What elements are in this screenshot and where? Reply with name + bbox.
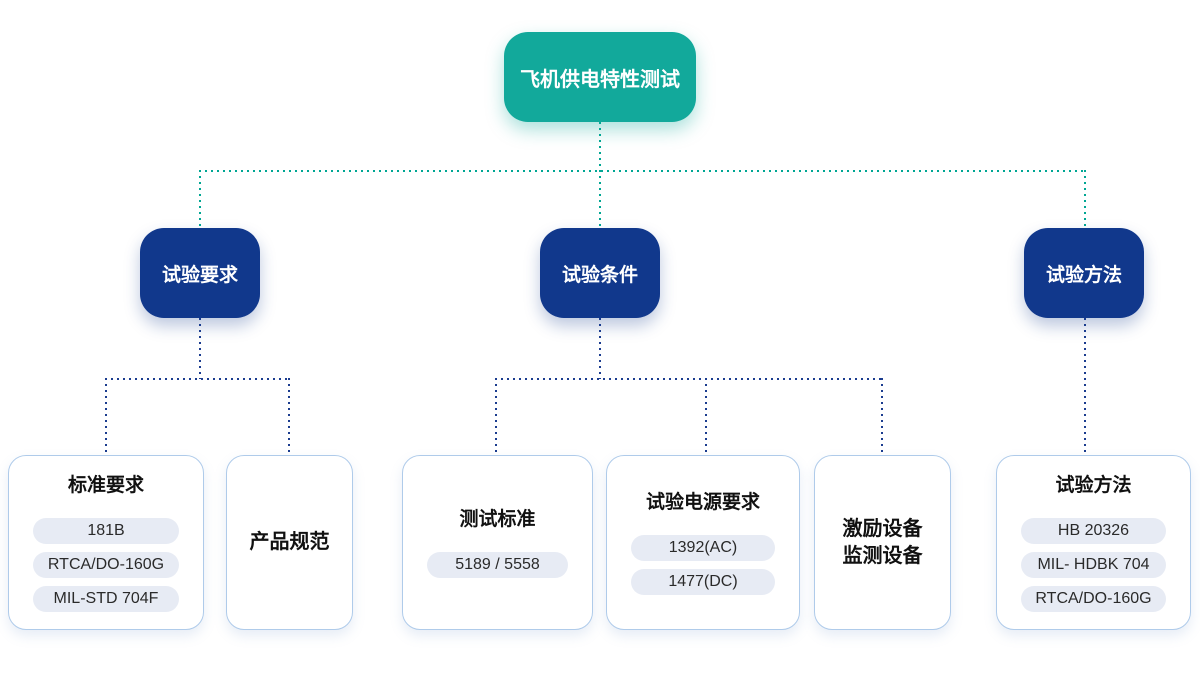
pill-mil-std-704f: MIL-STD 704F bbox=[33, 585, 179, 612]
connector-drop-standard-requirements bbox=[105, 378, 107, 455]
connector-root-down bbox=[599, 122, 601, 171]
pill-1392-ac: 1392(AC) bbox=[631, 534, 775, 561]
connector-drop-test-standards bbox=[495, 378, 497, 455]
pill-5189-5558: 5189 / 5558 bbox=[427, 551, 568, 578]
card-test-standards: 测试标准 5189 / 5558 bbox=[402, 455, 593, 630]
connector-drop-product-spec bbox=[288, 378, 290, 455]
connector-requirements-down bbox=[199, 318, 201, 379]
card-title: 测试标准 bbox=[459, 509, 536, 531]
connector-drop-requirements bbox=[199, 170, 201, 228]
connector-drop-conditions bbox=[599, 170, 601, 228]
card-title: 激励设备 监测设备 bbox=[843, 516, 923, 570]
node-label: 试验条件 bbox=[561, 264, 638, 286]
pill-1477-dc: 1477(DC) bbox=[631, 568, 775, 595]
pill-181b: 181B bbox=[33, 517, 179, 544]
connector-drop-equipment bbox=[881, 378, 883, 455]
node-test-conditions: 试验条件 bbox=[540, 228, 660, 318]
card-product-spec: 产品规范 bbox=[226, 455, 353, 630]
connector-requirements-horizontal bbox=[105, 378, 290, 380]
connector-drop-methods bbox=[1084, 170, 1086, 228]
card-standard-requirements: 标准要求 181B RTCA/DO-160G MIL-STD 704F bbox=[8, 455, 204, 630]
card-title: 试验电源要求 bbox=[645, 492, 760, 514]
connector-conditions-horizontal bbox=[495, 378, 883, 380]
pill-rtca-do-160g: RTCA/DO-160G bbox=[33, 551, 179, 578]
node-label: 飞机供电特性测试 bbox=[520, 68, 680, 91]
node-test-requirements: 试验要求 bbox=[140, 228, 260, 318]
card-title: 产品规范 bbox=[249, 531, 330, 553]
node-test-methods: 试验方法 bbox=[1024, 228, 1144, 318]
card-test-methods: 试验方法 HB 20326 MIL- HDBK 704 RTCA/DO-160G bbox=[996, 455, 1191, 630]
card-title: 试验方法 bbox=[1055, 475, 1132, 497]
pill-hb-20326: HB 20326 bbox=[1021, 517, 1166, 544]
pill-rtca-do-160g: RTCA/DO-160G bbox=[1021, 585, 1166, 612]
node-label: 试验方法 bbox=[1045, 264, 1122, 286]
connector-drop-power-requirements bbox=[705, 378, 707, 455]
card-equipment: 激励设备 监测设备 bbox=[814, 455, 951, 630]
node-aircraft-power-test: 飞机供电特性测试 bbox=[504, 32, 696, 122]
node-label: 试验要求 bbox=[161, 264, 238, 286]
connector-methods-down bbox=[1084, 318, 1086, 455]
card-power-requirements: 试验电源要求 1392(AC) 1477(DC) bbox=[606, 455, 800, 630]
card-title-line: 监测设备 bbox=[842, 544, 923, 567]
pill-mil-hdbk-704: MIL- HDBK 704 bbox=[1021, 551, 1166, 578]
connector-conditions-down bbox=[599, 318, 601, 379]
connector-branches-horizontal bbox=[199, 170, 1086, 172]
card-title-line: 激励设备 bbox=[842, 517, 923, 540]
card-title: 标准要求 bbox=[67, 475, 144, 497]
